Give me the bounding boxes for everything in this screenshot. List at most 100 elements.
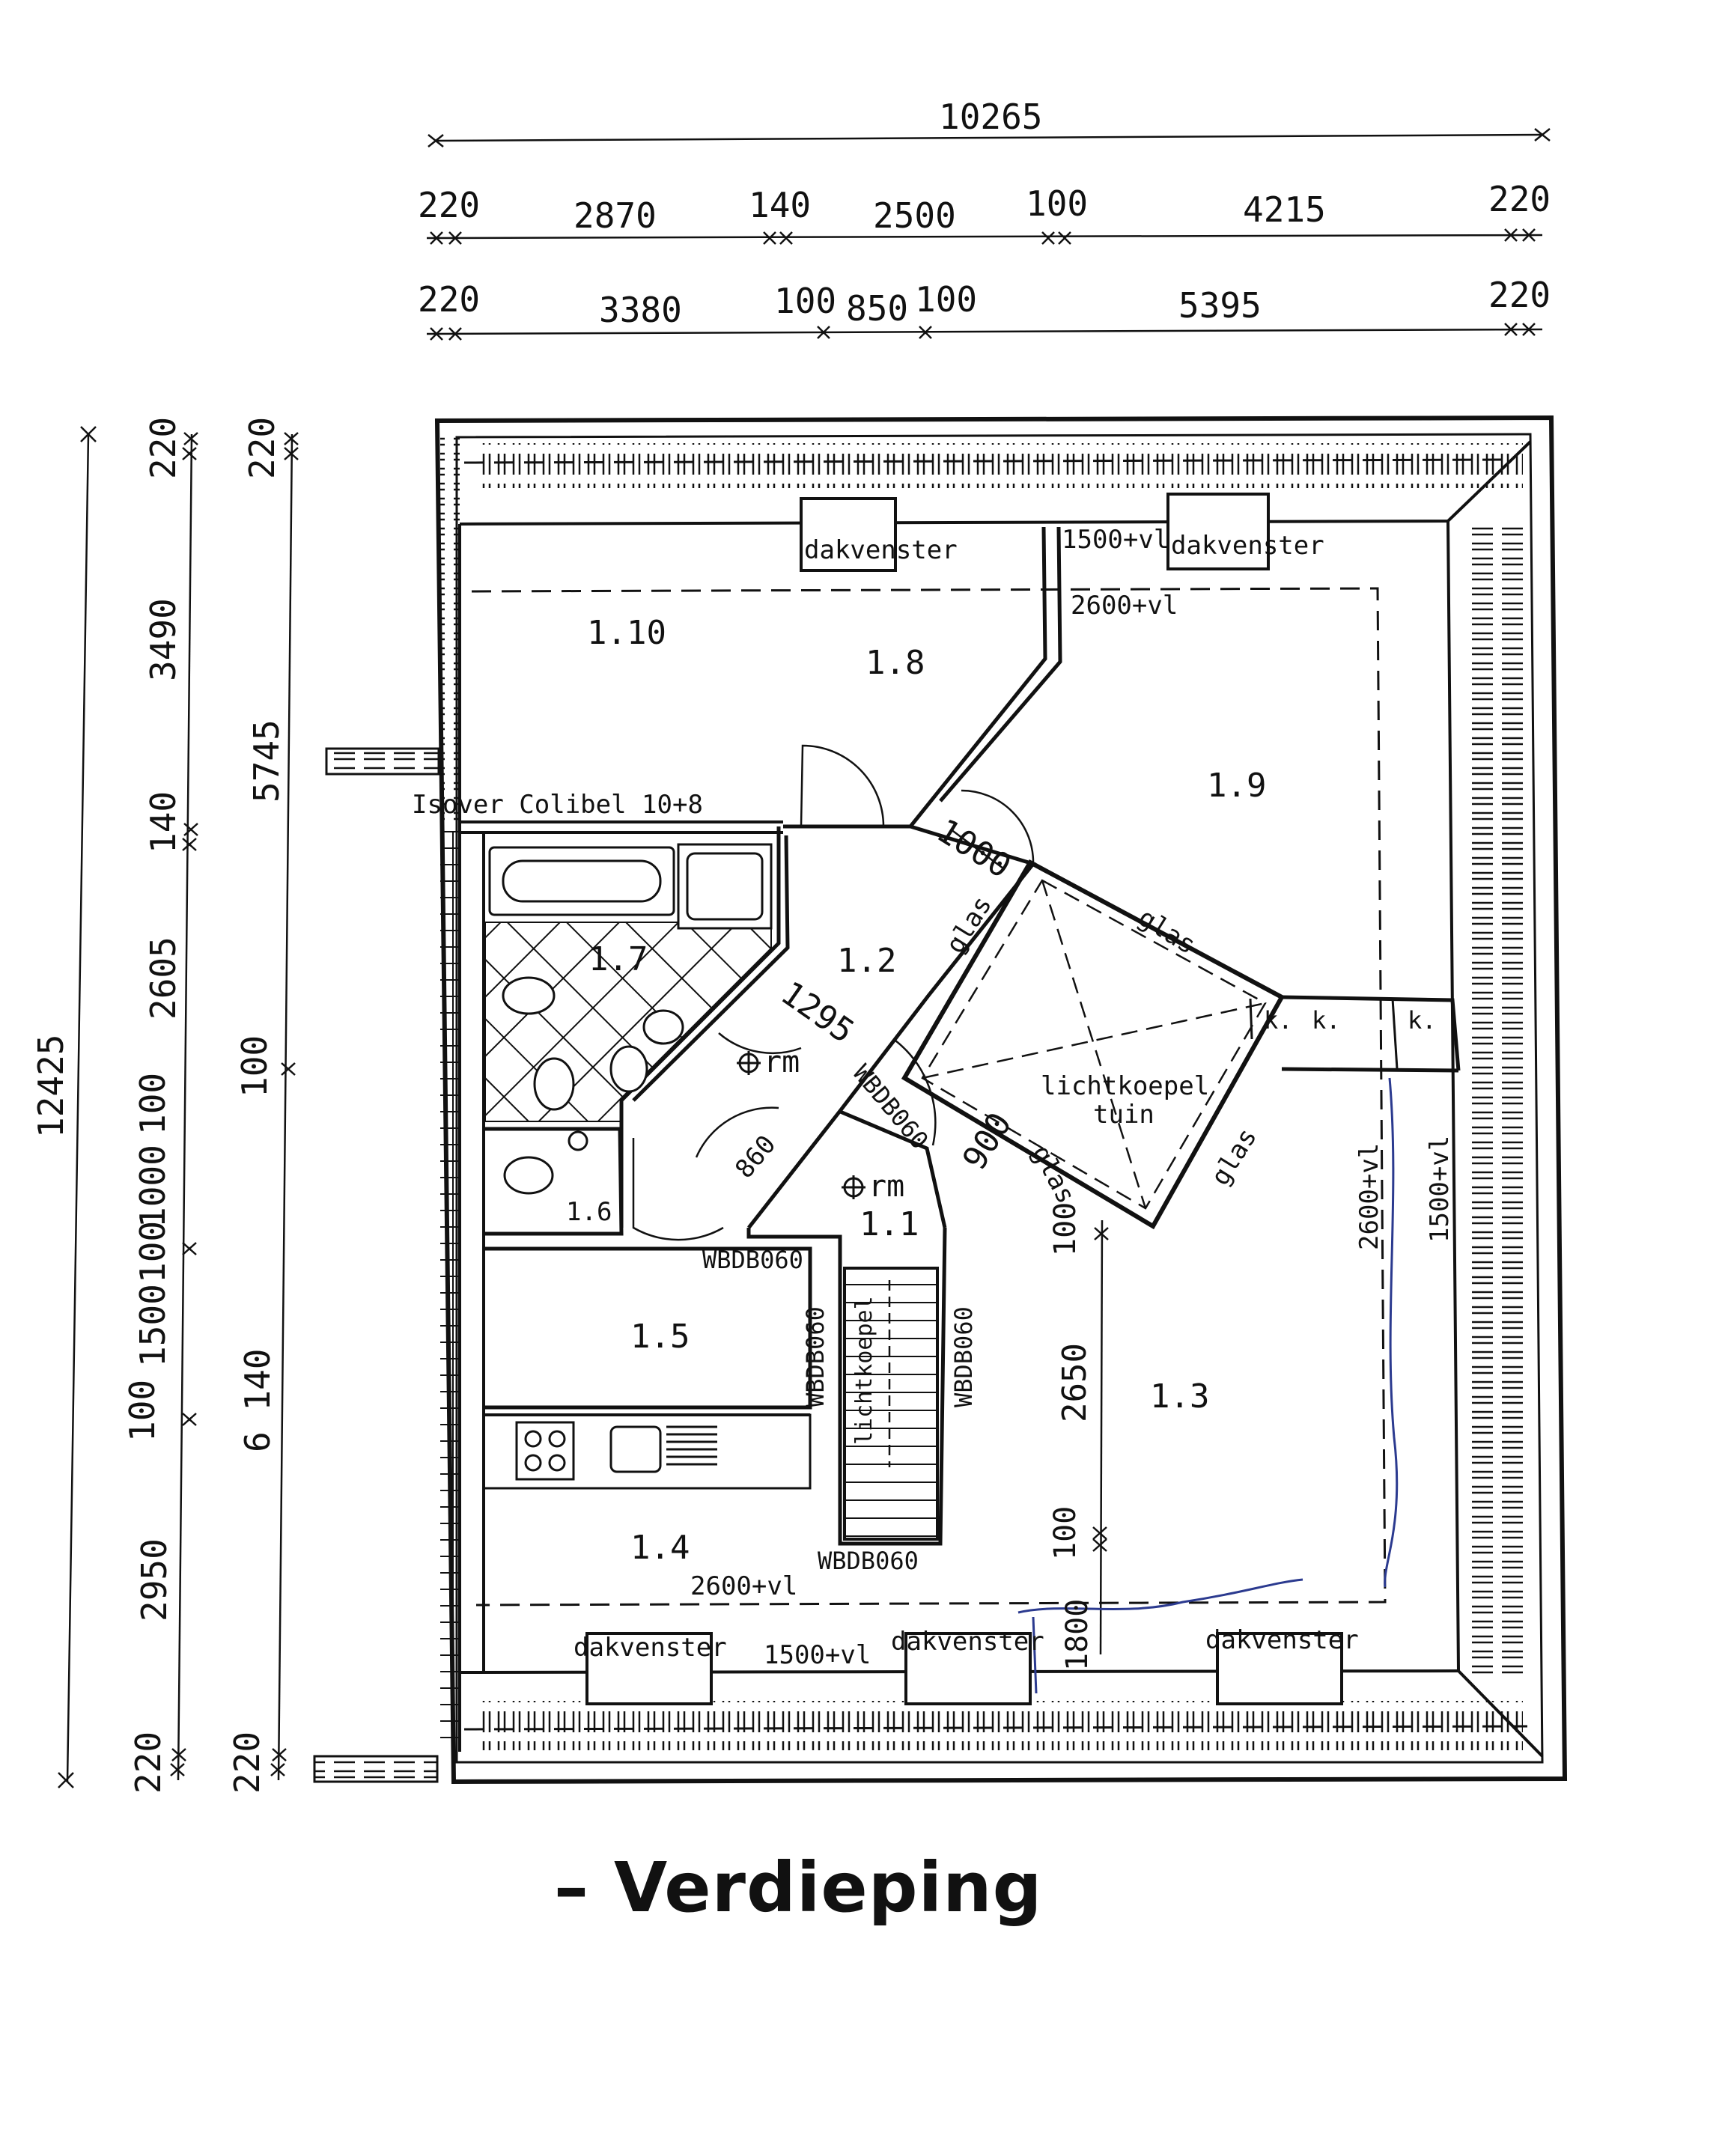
room-1-5: 1.5 — [630, 1318, 690, 1356]
k-label-1: k. — [1264, 1006, 1293, 1035]
dakvenster-box-1 — [800, 497, 897, 572]
height-2600-bottom: 2600+vl — [690, 1571, 797, 1601]
dim-left1-1: 3490 — [143, 598, 183, 681]
height-2600-right: 2600+vl — [1354, 1143, 1384, 1250]
wbdb-top: WBDB060 — [702, 1246, 803, 1274]
sink-2 — [609, 1045, 648, 1093]
height-1500-top: 1500+vl — [1062, 525, 1169, 555]
glas-4: glas — [1205, 1123, 1263, 1191]
stove — [515, 1421, 575, 1481]
dim-top2-1: 3380 — [599, 290, 682, 330]
dimension-lines — [58, 128, 1551, 1788]
dim-left2-2: 100 — [234, 1035, 275, 1097]
dim-left1-9: 2950 — [134, 1538, 174, 1621]
dakvenster-label-4: dakvenster — [891, 1627, 1044, 1657]
dim-top-total: 10265 — [939, 97, 1042, 137]
dim-left1-4: 100 — [133, 1073, 173, 1135]
dim-top2-5: 5395 — [1178, 285, 1262, 326]
dakvenster-box-3 — [585, 1632, 713, 1705]
room-1-10: 1.10 — [587, 614, 666, 652]
dim-left1-10: 220 — [128, 1732, 168, 1794]
roof-band-top — [479, 443, 1523, 488]
room-1-8: 1.8 — [865, 644, 925, 682]
dakvenster-box-4 — [904, 1632, 1032, 1705]
dim-1295: 1295 — [774, 974, 861, 1051]
dash-lines — [463, 458, 1528, 1731]
dimension-texts: 10265 220 2870 140 2500 100 4215 220 220… — [31, 97, 1551, 1794]
dim-top1-2: 140 — [749, 185, 811, 225]
dim-left2-4: 220 — [227, 1732, 267, 1794]
lichtkoepel-tuin-label-2: tuin — [1093, 1100, 1154, 1130]
dim-2650: 2650 — [1056, 1343, 1094, 1422]
dim-top2-3: 850 — [846, 288, 908, 329]
pen-marks — [1017, 1077, 1399, 1694]
glas-2: glas — [1133, 903, 1201, 960]
wbdb-bottom: WBDB060 — [818, 1547, 919, 1575]
toilet-1 — [502, 976, 556, 1015]
room-1-9: 1.9 — [1207, 767, 1266, 805]
dim-left1-7: 1500 — [133, 1284, 173, 1367]
rm-label-2: rm — [868, 1169, 904, 1204]
dim-left2-0: 220 — [242, 417, 282, 479]
dim-left1-3: 2605 — [143, 937, 183, 1020]
wall-hatch-left — [440, 831, 460, 1752]
bathroom-fixtures — [488, 843, 773, 1195]
height-1500-bottom: 1500+vl — [764, 1640, 871, 1670]
room-labels: 1.10 1.8 1.9 1.7 1.2 1.6 1.1 1.5 1.4 1.3 — [566, 614, 1266, 1567]
balcony-stub-top — [325, 747, 440, 776]
dim-left1-8: 100 — [122, 1380, 162, 1442]
roof-band-bottom — [479, 1701, 1523, 1750]
stairs — [843, 1267, 939, 1541]
glas-3: glas — [1026, 1140, 1081, 1208]
dakvenster-label-2: dakvenster — [1171, 531, 1324, 561]
dim-1800: 1800 — [1060, 1599, 1095, 1671]
height-2600-top: 2600+vl — [1071, 591, 1178, 621]
dim-top1-6: 220 — [1488, 179, 1551, 219]
isover-label: Isover Colibel 10+8 — [412, 790, 703, 820]
dim-left-total: 12425 — [31, 1035, 71, 1138]
room-1-2: 1.2 — [837, 942, 896, 980]
wbdb-left: WBDB060 — [801, 1306, 830, 1407]
k-label-3: k. — [1408, 1006, 1437, 1035]
dim-left1-0: 220 — [143, 417, 183, 479]
room-1-7: 1.7 — [588, 940, 648, 978]
dim-left1-5: 1000 — [133, 1145, 173, 1228]
dim-top1-1: 2870 — [574, 195, 657, 236]
roof-windows — [585, 493, 1343, 1705]
page-title: – Verdieping — [554, 1848, 1043, 1928]
dim-100-a: 100 — [1048, 1202, 1083, 1256]
lichtkoepel-tuin — [901, 859, 1286, 1230]
wbdb-diag: WBDB060 — [848, 1059, 934, 1155]
wc-sink — [568, 1130, 588, 1151]
toilet-2 — [533, 1057, 575, 1111]
dim-860: 860 — [729, 1130, 782, 1184]
dim-top2-2: 100 — [774, 281, 836, 321]
lichtkoepel-stair-label: lichtkoepel — [851, 1296, 877, 1445]
dim-top1-4: 100 — [1026, 183, 1088, 224]
room-1-6: 1.6 — [566, 1197, 612, 1227]
dim-left1-2: 140 — [143, 791, 183, 853]
dim-left2-3: 6 140 — [237, 1349, 278, 1452]
dim-left2-1: 5745 — [246, 719, 287, 803]
rm-label-1: rm — [764, 1045, 800, 1079]
dim-1000: 1000 — [930, 811, 1017, 886]
room-1-1: 1.1 — [860, 1205, 919, 1243]
interior-walls — [460, 526, 1461, 1546]
doors — [632, 744, 1035, 1241]
lichtkoepel-tuin-label-1: lichtkoepel — [1041, 1071, 1209, 1101]
sink-1 — [642, 1009, 684, 1045]
dim-top2-4: 100 — [915, 279, 977, 320]
toilet-wc — [503, 1156, 554, 1195]
dim-left1-6: 100 — [133, 1221, 173, 1283]
dakvenster-box-2 — [1166, 493, 1270, 570]
room-1-3: 1.3 — [1150, 1377, 1209, 1416]
balcony-stub-bottom — [313, 1755, 439, 1783]
dim-100-b: 100 — [1048, 1506, 1083, 1560]
room-1-4: 1.4 — [630, 1529, 690, 1567]
dim-top2-6: 220 — [1488, 275, 1551, 315]
wbdb-right: WBDB060 — [949, 1306, 978, 1407]
dakvenster-label-1: dakvenster — [804, 535, 958, 565]
dim-top2-0: 220 — [418, 279, 480, 320]
height-1500-right: 1500+vl — [1425, 1136, 1455, 1243]
